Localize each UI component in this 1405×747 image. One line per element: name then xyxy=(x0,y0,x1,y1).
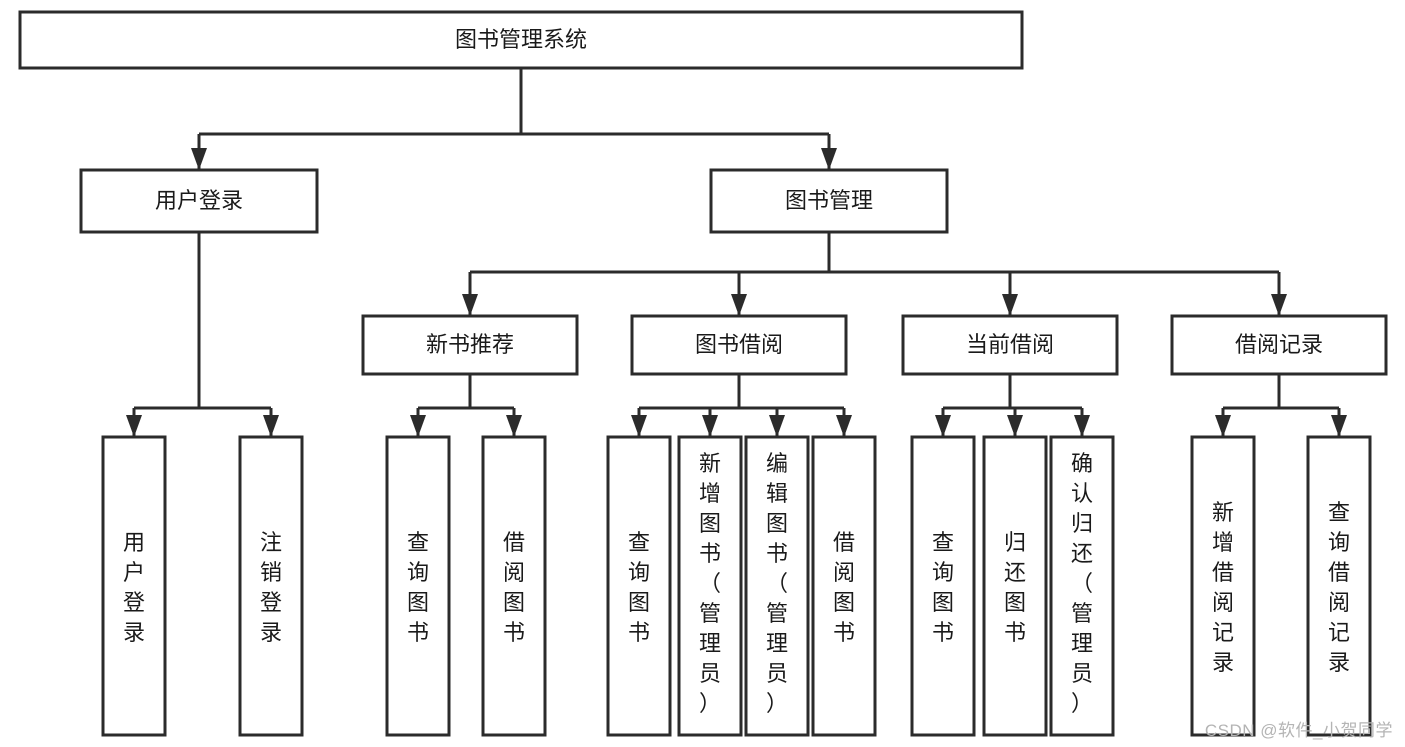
node-box-leaf-user-logout[interactable] xyxy=(238,435,304,737)
node-leaf-cu-query[interactable]: 查询图书 xyxy=(910,435,976,737)
node-label-newbook: 新书推荐 xyxy=(426,332,514,357)
connector-borrow xyxy=(631,374,852,437)
node-bookmgr[interactable]: 图书管理 xyxy=(709,168,949,234)
node-box-login[interactable] xyxy=(79,168,319,234)
node-box-bookmgr[interactable] xyxy=(709,168,949,234)
node-label-leaf-bo-query: 查询图书 xyxy=(628,530,650,645)
node-root[interactable]: 图书管理系统 xyxy=(18,10,1024,70)
connector-bookmgr xyxy=(462,232,1287,316)
node-label-leaf-nb-query: 查询图书 xyxy=(407,530,429,645)
node-leaf-re-add[interactable]: 新增借阅记录 xyxy=(1190,435,1256,737)
watermark-label: CSDN @软件_小贺同学 xyxy=(1204,721,1393,740)
node-box-records[interactable] xyxy=(1170,314,1388,376)
node-leaf-nb-query[interactable]: 查询图书 xyxy=(385,435,451,737)
connector-login xyxy=(126,232,279,437)
node-label-records: 借阅记录 xyxy=(1235,332,1323,357)
node-label-leaf-cu-query: 查询图书 xyxy=(932,530,954,645)
node-label-leaf-user-logout: 注销登录 xyxy=(260,530,282,645)
node-label-leaf-re-query: 查询借阅记录 xyxy=(1328,500,1350,675)
node-leaf-nb-borrow[interactable]: 借阅图书 xyxy=(481,435,547,737)
connector-current xyxy=(935,374,1090,437)
node-box-leaf-nb-query[interactable] xyxy=(385,435,451,737)
node-leaf-cu-confirm[interactable]: 确认归还（管理员） xyxy=(1049,435,1115,737)
node-leaf-cu-return[interactable]: 归还图书 xyxy=(982,435,1048,737)
node-leaf-bo-add[interactable]: 新增图书（管理员） xyxy=(677,435,743,737)
node-box-leaf-nb-borrow[interactable] xyxy=(481,435,547,737)
node-leaf-bo-query[interactable]: 查询图书 xyxy=(606,435,672,737)
node-newbook[interactable]: 新书推荐 xyxy=(361,314,579,376)
node-label-login: 用户登录 xyxy=(155,188,243,213)
node-leaf-user-login[interactable]: 用户登录 xyxy=(101,435,167,737)
node-label-bookmgr: 图书管理 xyxy=(785,188,873,213)
node-label-leaf-cu-confirm: 确认归还（管理员） xyxy=(1071,451,1093,716)
node-label-leaf-re-add: 新增借阅记录 xyxy=(1212,500,1234,675)
node-login[interactable]: 用户登录 xyxy=(79,168,319,234)
node-borrow[interactable]: 图书借阅 xyxy=(630,314,848,376)
node-leaf-bo-edit[interactable]: 编辑图书（管理员） xyxy=(744,435,810,737)
node-label-leaf-bo-add: 新增图书（管理员） xyxy=(699,451,721,716)
node-box-current[interactable] xyxy=(901,314,1119,376)
connector-newbook xyxy=(410,374,522,437)
node-label-leaf-bo-edit: 编辑图书（管理员） xyxy=(766,451,788,716)
node-box-leaf-cu-query[interactable] xyxy=(910,435,976,737)
connectors-layer xyxy=(126,68,1347,437)
connector-root xyxy=(191,68,837,170)
node-leaf-re-query[interactable]: 查询借阅记录 xyxy=(1306,435,1372,737)
node-label-root: 图书管理系统 xyxy=(455,27,587,52)
node-box-leaf-bo-borrow[interactable] xyxy=(811,435,877,737)
node-label-leaf-bo-borrow: 借阅图书 xyxy=(833,530,855,645)
node-box-leaf-bo-query[interactable] xyxy=(606,435,672,737)
node-label-leaf-cu-return: 归还图书 xyxy=(1004,530,1026,645)
node-box-leaf-re-query[interactable] xyxy=(1306,435,1372,737)
node-box-leaf-user-login[interactable] xyxy=(101,435,167,737)
node-box-leaf-bo-edit[interactable] xyxy=(744,435,810,737)
node-box-leaf-bo-add[interactable] xyxy=(677,435,743,737)
node-current[interactable]: 当前借阅 xyxy=(901,314,1119,376)
node-leaf-user-logout[interactable]: 注销登录 xyxy=(238,435,304,737)
node-box-borrow[interactable] xyxy=(630,314,848,376)
node-box-root[interactable] xyxy=(18,10,1024,70)
node-box-newbook[interactable] xyxy=(361,314,579,376)
connector-records xyxy=(1215,374,1347,437)
node-leaf-bo-borrow[interactable]: 借阅图书 xyxy=(811,435,877,737)
node-label-leaf-nb-borrow: 借阅图书 xyxy=(503,530,525,645)
node-label-borrow: 图书借阅 xyxy=(695,332,783,357)
node-box-leaf-cu-return[interactable] xyxy=(982,435,1048,737)
node-box-leaf-re-add[interactable] xyxy=(1190,435,1256,737)
node-label-current: 当前借阅 xyxy=(966,332,1054,357)
nodes-layer: 图书管理系统用户登录图书管理新书推荐图书借阅当前借阅借阅记录用户登录注销登录查询… xyxy=(18,10,1388,737)
node-records[interactable]: 借阅记录 xyxy=(1170,314,1388,376)
node-label-leaf-user-login: 用户登录 xyxy=(123,530,145,645)
node-box-leaf-cu-confirm[interactable] xyxy=(1049,435,1115,737)
